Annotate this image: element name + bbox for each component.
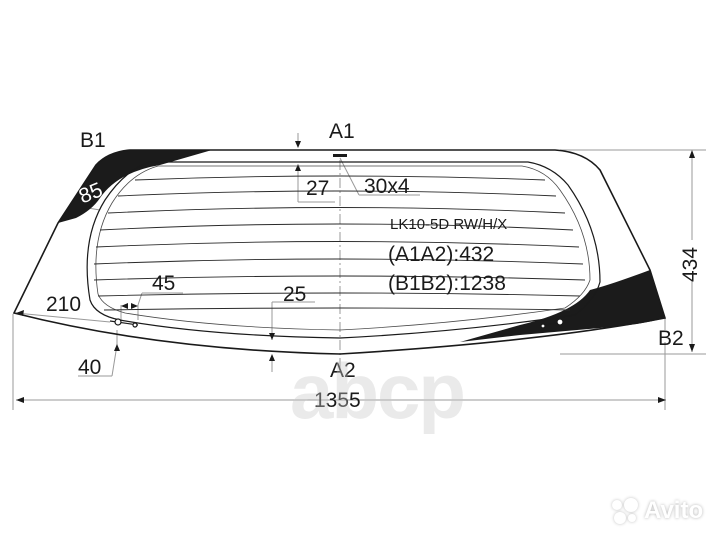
avito-text: Avito [644,497,704,524]
dim-top-offset: 27 [306,177,330,200]
dim-sensor-size: 30x4 [364,175,410,198]
dim-overall-width: 1355 [314,389,361,412]
part-code: LK10-5D RW/H/X [390,216,508,233]
glass-outline [12,149,667,355]
point-a2-label: A2 [330,359,356,382]
dim-b1b2: (B1B2):1238 [388,272,506,295]
ceramic-band-left [58,150,212,223]
heater-grid-lines [93,175,586,311]
connector-left [109,318,139,328]
dim-a1a2: (A1A2):432 [388,243,495,266]
heated-area-outline [86,161,601,339]
dim-bottom-offset: 25 [283,283,307,306]
dim-bottom-left: 40 [78,356,102,379]
avito-watermark: Avito [612,498,703,524]
ceramic-band-right [460,270,665,342]
point-b1-label: B1 [80,129,106,152]
abcp-watermark: abcp [290,347,466,435]
connector-right [539,318,564,329]
avito-logo-icon [612,498,640,524]
sensor-marker [333,154,347,157]
point-b2-label: B2 [658,327,684,350]
dim-overall-height: 434 [679,246,702,282]
point-a1-label: A1 [329,120,355,143]
dim-left-corner: 210 [46,293,82,316]
dim-connector-spacing: 45 [152,272,176,295]
heated-area-inner [95,165,591,331]
dimension-arrows [16,141,695,403]
